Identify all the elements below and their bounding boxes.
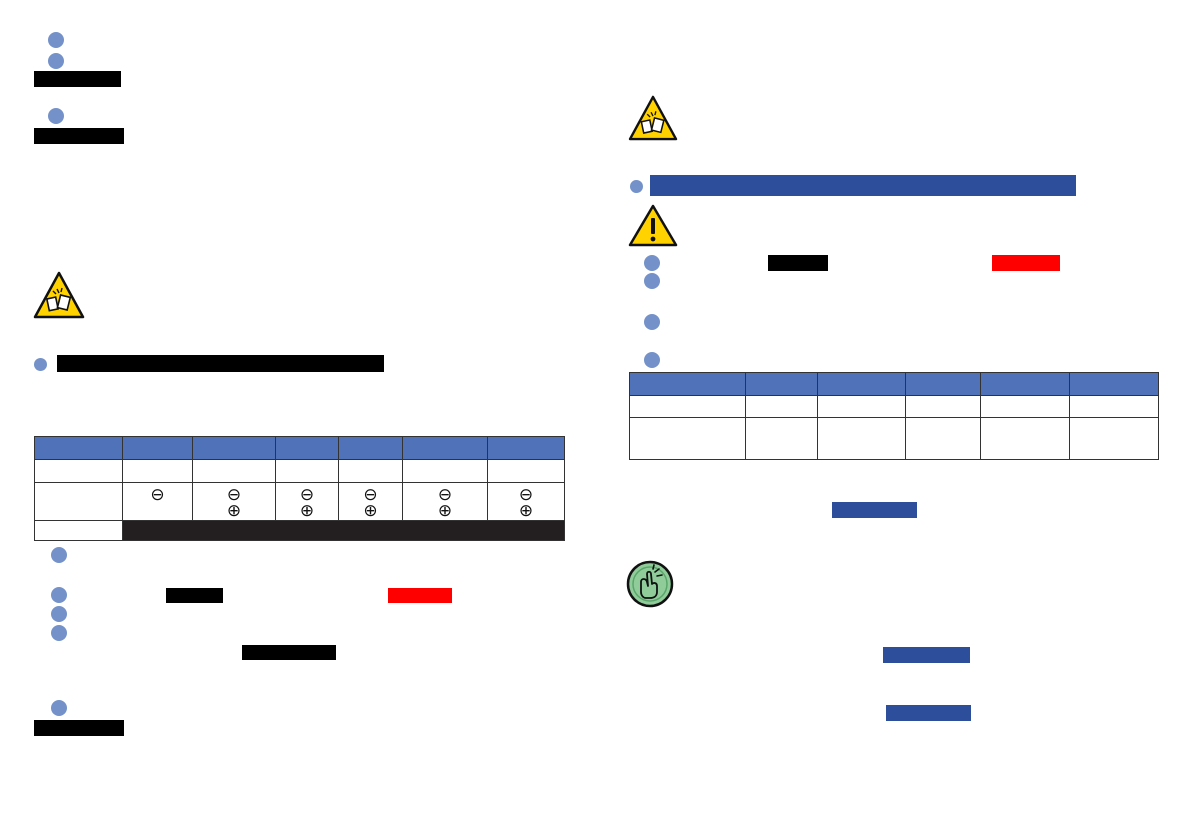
section-heading-bar: [57, 355, 384, 372]
table-header-row: [34, 436, 565, 460]
bullet: [48, 53, 64, 69]
table-header-row: [629, 372, 1159, 396]
redacted-label: [768, 255, 828, 271]
bullet: [644, 273, 660, 289]
bullet: [34, 358, 47, 371]
table-row: ⊖ ⊖⊕ ⊖⊕ ⊖⊕ ⊖⊕ ⊖⊕: [34, 482, 565, 521]
minus-symbol: ⊖: [363, 484, 378, 505]
redacted-label: [166, 588, 223, 603]
tip-hand-icon: [626, 560, 674, 608]
section-heading-bar: [650, 175, 1076, 196]
redacted-cell: [122, 520, 565, 541]
bullet: [51, 625, 67, 641]
redacted-label: [34, 71, 121, 87]
bullet: [48, 32, 64, 48]
plus-symbol: ⊕: [437, 500, 453, 521]
bullet: [51, 547, 67, 563]
minus-symbol: ⊖: [150, 485, 165, 505]
red-highlight: [992, 255, 1060, 271]
table-row: [34, 459, 565, 483]
link-highlight[interactable]: [886, 705, 971, 721]
bullet: [644, 314, 660, 330]
link-highlight[interactable]: [832, 502, 917, 518]
redacted-label: [242, 645, 336, 660]
redacted-label: [34, 128, 124, 144]
table-row: [34, 520, 565, 541]
minus-symbol: ⊖: [437, 484, 453, 505]
link-highlight[interactable]: [883, 647, 970, 663]
battery-hazard-icon: [33, 271, 85, 319]
plus-symbol: ⊕: [299, 500, 315, 521]
bullet: [51, 700, 67, 716]
plus-symbol: ⊕: [226, 500, 242, 521]
polarity-table: ⊖ ⊖⊕ ⊖⊕ ⊖⊕ ⊖⊕ ⊖⊕: [34, 436, 565, 541]
table-row: [629, 395, 1159, 418]
red-highlight: [388, 588, 452, 603]
bullet: [630, 180, 643, 193]
redacted-label: [34, 720, 124, 736]
minus-symbol: ⊖: [518, 484, 534, 505]
battery-table: [629, 372, 1159, 460]
bullet: [48, 108, 64, 124]
minus-symbol: ⊖: [299, 484, 315, 505]
table-row: [629, 417, 1159, 460]
bullet: [644, 352, 660, 368]
warning-triangle-icon: [628, 204, 678, 247]
battery-hazard-icon: [628, 95, 678, 141]
minus-symbol: ⊖: [226, 484, 242, 505]
bullet: [51, 587, 67, 603]
plus-symbol: ⊕: [518, 500, 534, 521]
plus-symbol: ⊕: [363, 500, 378, 521]
bullet: [644, 255, 660, 271]
bullet: [51, 606, 67, 622]
